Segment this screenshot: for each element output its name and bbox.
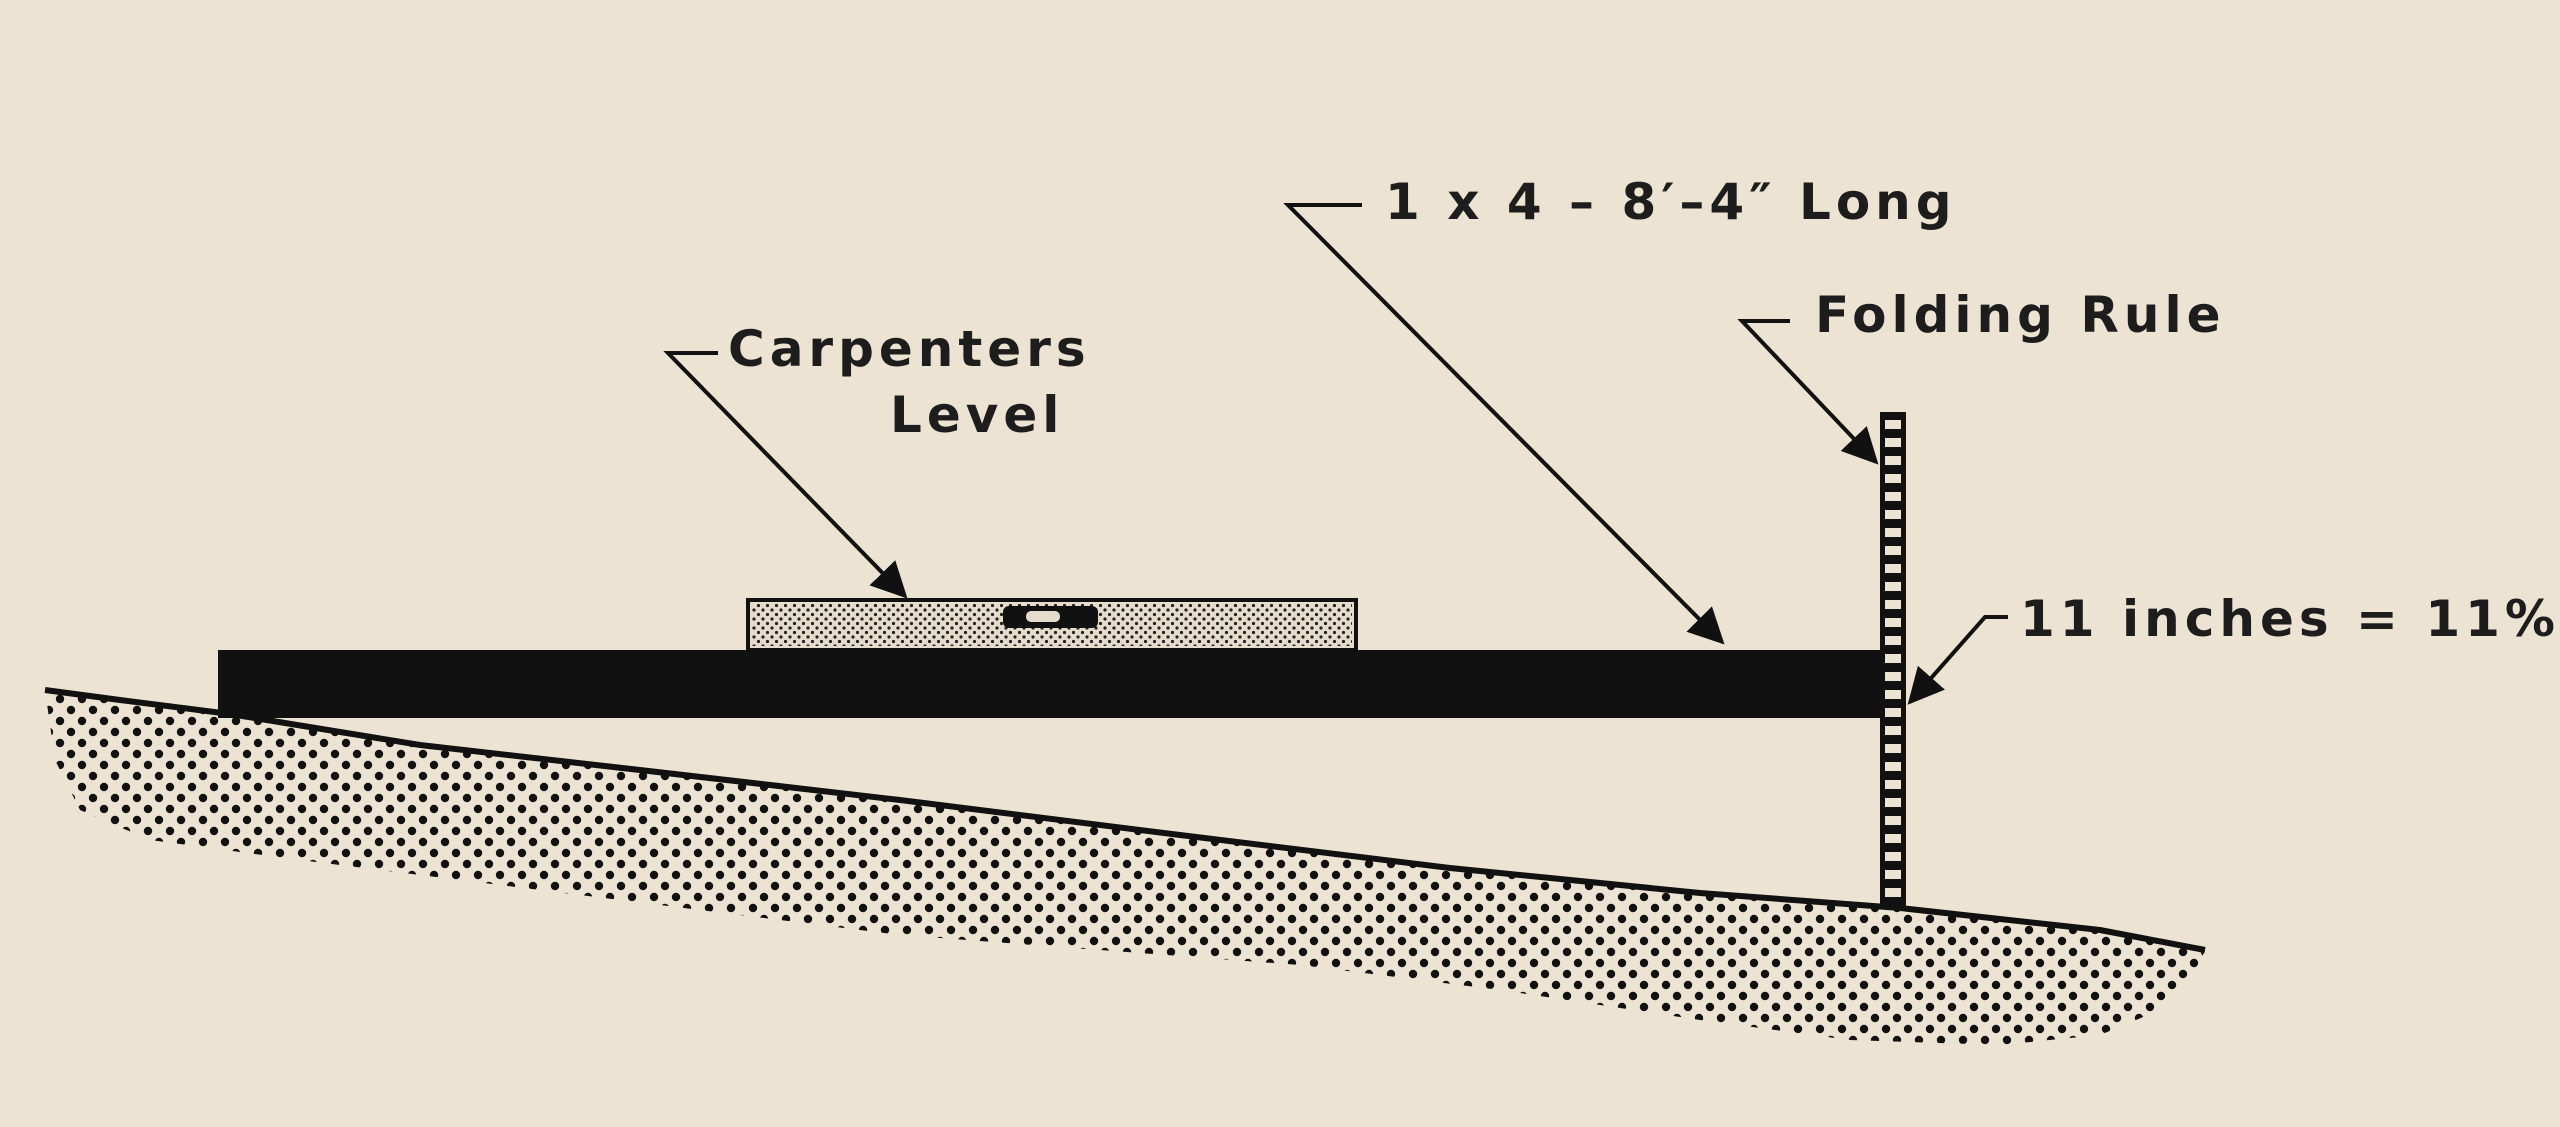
rule-tick: [1885, 474, 1901, 483]
rule-tick: [1885, 708, 1901, 717]
rule-tick: [1885, 852, 1901, 861]
rule-tick: [1885, 492, 1901, 501]
rule-tick: [1885, 618, 1901, 627]
label-level: Level: [890, 386, 1065, 444]
rule-tick: [1885, 672, 1901, 681]
rule-tick: [1885, 762, 1901, 771]
rule-tick: [1885, 780, 1901, 789]
rule-tick: [1885, 438, 1901, 447]
rule-tick: [1885, 456, 1901, 465]
folding-rule-leader: [1737, 319, 1879, 465]
label-measurement: 11 inches = 11%: [2020, 590, 2560, 648]
rule-tick: [1885, 420, 1901, 429]
rule-tick: [1885, 690, 1901, 699]
rule-tick: [1885, 744, 1901, 753]
level-bubble: [1026, 611, 1060, 622]
rule-tick: [1885, 510, 1901, 519]
folding-rule: [1880, 412, 1906, 907]
rule-tick: [1885, 528, 1901, 537]
ground-slope: [45, 690, 2205, 1045]
folding-rule-ticks: [1885, 420, 1901, 897]
rule-tick: [1885, 654, 1901, 663]
label-board-dimensions: 1 x 4 – 8′–4″ Long: [1385, 173, 1957, 231]
rule-tick: [1885, 816, 1901, 825]
measurement-leader: [1907, 615, 2008, 705]
rule-tick: [1885, 834, 1901, 843]
rule-tick: [1885, 798, 1901, 807]
label-folding-rule: Folding Rule: [1815, 286, 2226, 344]
rule-tick: [1885, 546, 1901, 555]
board-1x4: [218, 650, 1898, 718]
carpenters-level-leader: [663, 351, 908, 599]
board-leader: [1283, 203, 1725, 645]
rule-tick: [1885, 600, 1901, 609]
label-carpenters: Carpenters: [728, 320, 1091, 378]
rule-tick: [1885, 564, 1901, 573]
ground-surface-line: [44, 687, 2206, 953]
rule-tick: [1885, 726, 1901, 735]
rule-tick: [1885, 636, 1901, 645]
rule-tick: [1885, 582, 1901, 591]
rule-tick: [1885, 870, 1901, 879]
rule-tick: [1885, 888, 1901, 897]
